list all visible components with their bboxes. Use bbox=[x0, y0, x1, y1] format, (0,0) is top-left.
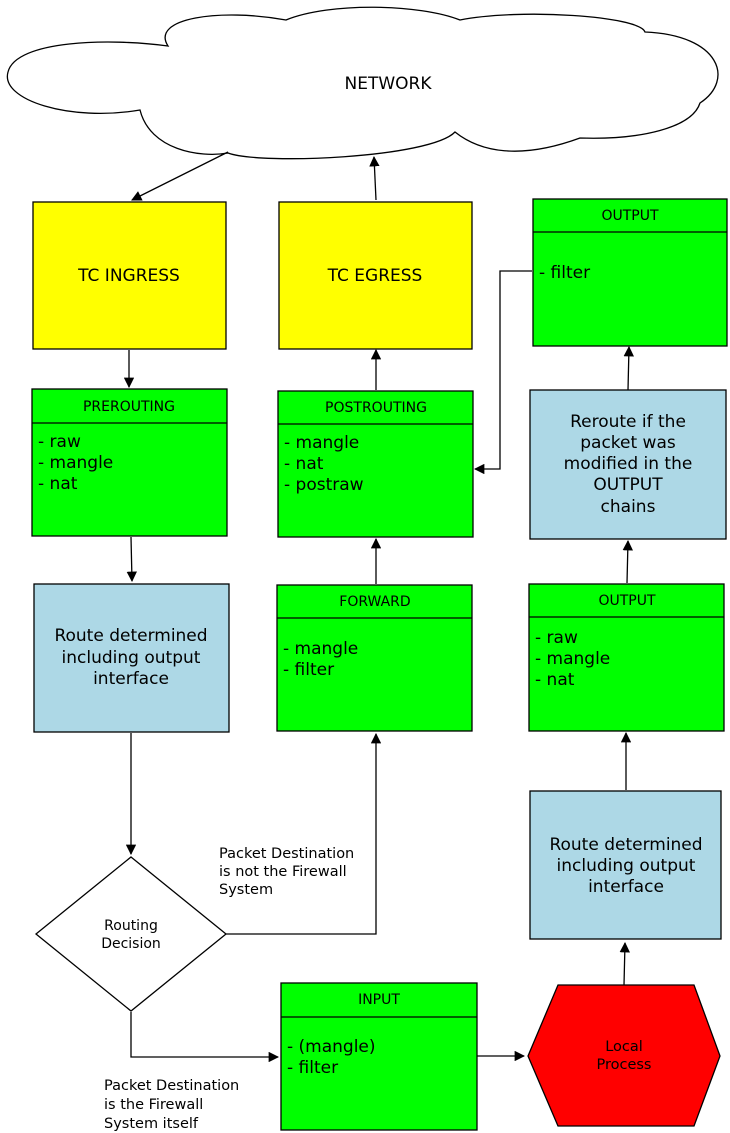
reroute-line: Reroute if the bbox=[570, 412, 686, 432]
postrouting-rect bbox=[277, 390, 474, 538]
reroute-line: modified in the bbox=[564, 454, 693, 474]
forward-chain: FORWARD - mangle - filter bbox=[276, 584, 473, 732]
reroute-line: chains bbox=[601, 497, 656, 517]
route-outbound-line: Route determined bbox=[549, 835, 702, 855]
route-outbound-line: interface bbox=[588, 877, 664, 897]
forward-item: - filter bbox=[283, 660, 334, 680]
note-line: Packet Destination bbox=[104, 1078, 239, 1094]
route-inbound-line: including output bbox=[62, 648, 201, 668]
input-rect bbox=[280, 982, 478, 1131]
input-title: INPUT bbox=[358, 992, 400, 1008]
route-inbound-rect bbox=[33, 583, 230, 733]
note-not-firewall: Packet Destination is not the Firewall S… bbox=[219, 846, 354, 898]
network-cloud: NETWORK bbox=[6, 6, 719, 160]
local-process-hexagon bbox=[527, 984, 721, 1127]
cloud-shape bbox=[6, 6, 719, 160]
prerouting-chain: PREROUTING - raw - mangle - nat bbox=[31, 388, 228, 537]
output-chain: OUTPUT - raw - mangle - nat bbox=[528, 583, 725, 732]
tc-ingress-label: TC INGRESS bbox=[77, 266, 180, 286]
prerouting-item: - mangle bbox=[38, 453, 113, 473]
tc-ingress-rect bbox=[32, 201, 227, 350]
tc-ingress-box: TC INGRESS bbox=[32, 201, 227, 350]
decision-line: Routing bbox=[104, 918, 158, 934]
route-determined-inbound: Route determined including output interf… bbox=[33, 583, 230, 733]
input-item: - filter bbox=[287, 1058, 338, 1078]
prerouting-item: - nat bbox=[38, 474, 78, 494]
forward-item: - mangle bbox=[283, 639, 358, 659]
output-filter-rect bbox=[532, 198, 728, 347]
output-item: - raw bbox=[535, 628, 578, 648]
note-is-firewall: Packet Destination is the Firewall Syste… bbox=[104, 1078, 239, 1132]
input-item: - (mangle) bbox=[287, 1037, 376, 1057]
output-item: - nat bbox=[535, 670, 575, 690]
reroute-box: Reroute if the packet was modified in th… bbox=[529, 389, 727, 540]
tc-egress-box: TC EGRESS bbox=[278, 201, 473, 350]
note-line: is the Firewall bbox=[104, 1097, 203, 1113]
arrow-network-to-ingress bbox=[131, 151, 229, 201]
decision-diamond bbox=[34, 856, 228, 1012]
output-rect bbox=[528, 583, 725, 732]
output-title: OUTPUT bbox=[598, 593, 656, 609]
output-filter-item: - filter bbox=[539, 263, 590, 283]
reroute-line: OUTPUT bbox=[593, 475, 663, 495]
postrouting-chain: POSTROUTING - mangle - nat - postraw bbox=[277, 390, 474, 538]
postrouting-item: - nat bbox=[284, 454, 324, 474]
routing-decision: Routing Decision bbox=[34, 856, 228, 1012]
route-inbound-line: interface bbox=[93, 669, 169, 689]
arrow-decision-to-forward bbox=[226, 732, 382, 935]
route-inbound-line: Route determined bbox=[54, 626, 207, 646]
output-filter-title: OUTPUT bbox=[601, 208, 659, 224]
route-outbound-rect bbox=[529, 790, 722, 940]
arrow-prerouting-to-route bbox=[126, 536, 137, 583]
route-determined-outbound: Route determined including output interf… bbox=[529, 790, 722, 940]
arrow-output-to-reroute bbox=[622, 539, 633, 584]
postrouting-item: - postraw bbox=[284, 475, 364, 495]
prerouting-title: PREROUTING bbox=[83, 399, 175, 415]
postrouting-title: POSTROUTING bbox=[325, 400, 427, 416]
note-line: System itself bbox=[104, 1116, 199, 1132]
arrow-reroute-to-output-filter bbox=[623, 345, 634, 391]
local-process: Local Process bbox=[527, 984, 721, 1127]
forward-rect bbox=[276, 584, 473, 732]
arrow-decision-to-input bbox=[130, 1012, 280, 1063]
input-chain: INPUT - (mangle) - filter bbox=[280, 982, 478, 1131]
reroute-rect bbox=[529, 389, 727, 540]
local-line: Local bbox=[605, 1039, 643, 1055]
tc-egress-rect bbox=[278, 201, 473, 350]
prerouting-item: - raw bbox=[38, 432, 81, 452]
tc-egress-label: TC EGRESS bbox=[327, 266, 423, 286]
note-line: System bbox=[219, 882, 273, 898]
local-line: Process bbox=[596, 1057, 651, 1073]
prerouting-rect bbox=[31, 388, 228, 537]
output-item: - mangle bbox=[535, 649, 610, 669]
reroute-line: packet was bbox=[580, 433, 676, 453]
decision-line: Decision bbox=[101, 936, 161, 952]
postrouting-item: - mangle bbox=[284, 433, 359, 453]
note-line: Packet Destination bbox=[219, 846, 354, 862]
arrow-output-filter-to-postrouting bbox=[473, 270, 532, 475]
route-outbound-line: including output bbox=[557, 856, 696, 876]
network-label: NETWORK bbox=[345, 74, 433, 94]
output-filter-chain: OUTPUT - filter bbox=[532, 198, 728, 347]
arrow-local-to-route bbox=[619, 941, 630, 986]
note-line: is not the Firewall bbox=[219, 864, 347, 880]
connectors bbox=[123, 151, 634, 1063]
forward-title: FORWARD bbox=[339, 594, 410, 610]
arrow-egress-to-network bbox=[369, 155, 380, 201]
